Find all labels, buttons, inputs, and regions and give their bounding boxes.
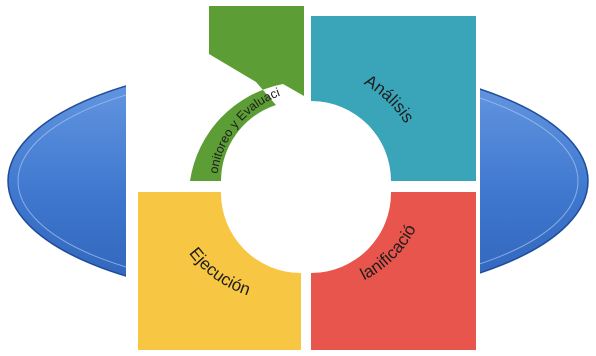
segment-ejecucion <box>138 192 301 350</box>
segment-planificacion <box>311 192 476 350</box>
segment-analisis <box>311 16 476 181</box>
segment-monitoreo <box>138 6 304 181</box>
